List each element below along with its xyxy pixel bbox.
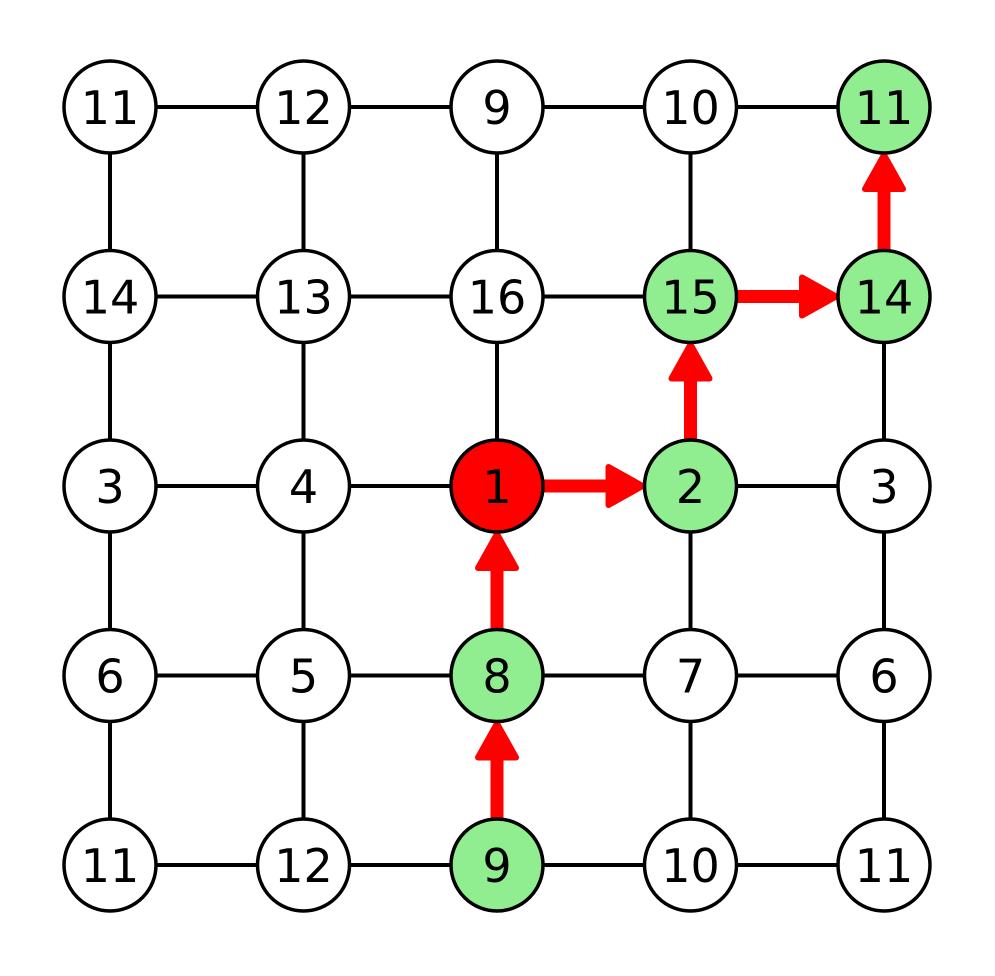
node-label: 12 [274,81,333,135]
node-label: 5 [289,650,318,704]
node-circle [62,627,158,724]
grid-node: 9 [449,59,545,155]
node-label: 11 [81,839,140,893]
node-circle [449,627,545,724]
node-circle [836,59,932,155]
grid-node: 6 [836,627,932,724]
node-circle [62,248,158,345]
grid-node: 3 [836,438,932,534]
node-label: 13 [274,271,333,325]
path-node: 8 [449,627,545,724]
node-label: 2 [676,460,705,514]
node-label: 6 [869,650,898,704]
node-circle [255,248,352,345]
node-label: 10 [661,81,720,135]
path-node: 11 [836,59,932,155]
node-label: 7 [676,650,705,704]
node-circle [642,627,739,724]
path-arrow-head [668,341,713,382]
grid-node: 7 [642,627,739,724]
path-node: 15 [642,248,739,345]
path-arrow-head [475,720,519,761]
node-circle [836,438,932,534]
node-label: 3 [95,460,124,514]
path-arrow-head [605,464,646,508]
grid-node: 4 [255,438,352,534]
grid-node: 12 [255,59,352,155]
node-circle [255,59,352,155]
node-label: 14 [81,271,140,325]
node-circle [62,438,158,534]
node-circle [255,627,352,724]
grid-node: 11 [836,817,932,913]
node-circle [449,817,545,913]
node-circle [449,248,545,345]
node-circle [642,248,739,345]
node-label: 3 [869,460,898,514]
node-label: 16 [468,271,527,325]
node-label: 9 [482,81,511,135]
grid-node: 6 [62,627,158,724]
node-label: 14 [855,271,914,325]
path-arrow-head [862,152,906,192]
grid-node: 14 [62,248,158,345]
grid-node: 3 [62,438,158,534]
grid-node: 10 [642,59,739,155]
grid-node: 11 [62,59,158,155]
node-label: 10 [661,839,720,893]
node-circle [836,817,932,913]
grid-node: 12 [255,817,352,913]
path-arrow-head [799,274,839,319]
grid-node: 10 [642,817,739,913]
node-circle [255,438,352,534]
path-arrow-head [475,531,519,571]
path-node: 9 [449,817,545,913]
node-circle [449,59,545,155]
grid-node: 13 [255,248,352,345]
grid-node: 5 [255,627,352,724]
node-label: 1 [482,460,511,514]
node-circle [449,438,545,534]
node-circle [255,817,352,913]
node-circle [642,438,739,534]
node-circle [836,627,932,724]
node-circle [642,59,739,155]
node-label: 6 [95,650,124,704]
node-circle [62,817,158,913]
node-label: 15 [661,271,720,325]
node-label: 11 [855,81,914,135]
grid-node: 11 [62,817,158,913]
path-node: 2 [642,438,739,534]
node-label: 9 [482,839,511,893]
grid-node: 16 [449,248,545,345]
path-node: 14 [836,248,932,345]
start-node: 1 [449,438,545,534]
path-arrows-layer [475,152,906,826]
node-label: 4 [289,460,318,514]
node-circle [62,59,158,155]
node-label: 12 [274,839,333,893]
node-circle [836,248,932,345]
node-label: 8 [482,650,511,704]
node-circle [642,817,739,913]
node-label: 11 [81,81,140,135]
node-label: 11 [855,839,914,893]
